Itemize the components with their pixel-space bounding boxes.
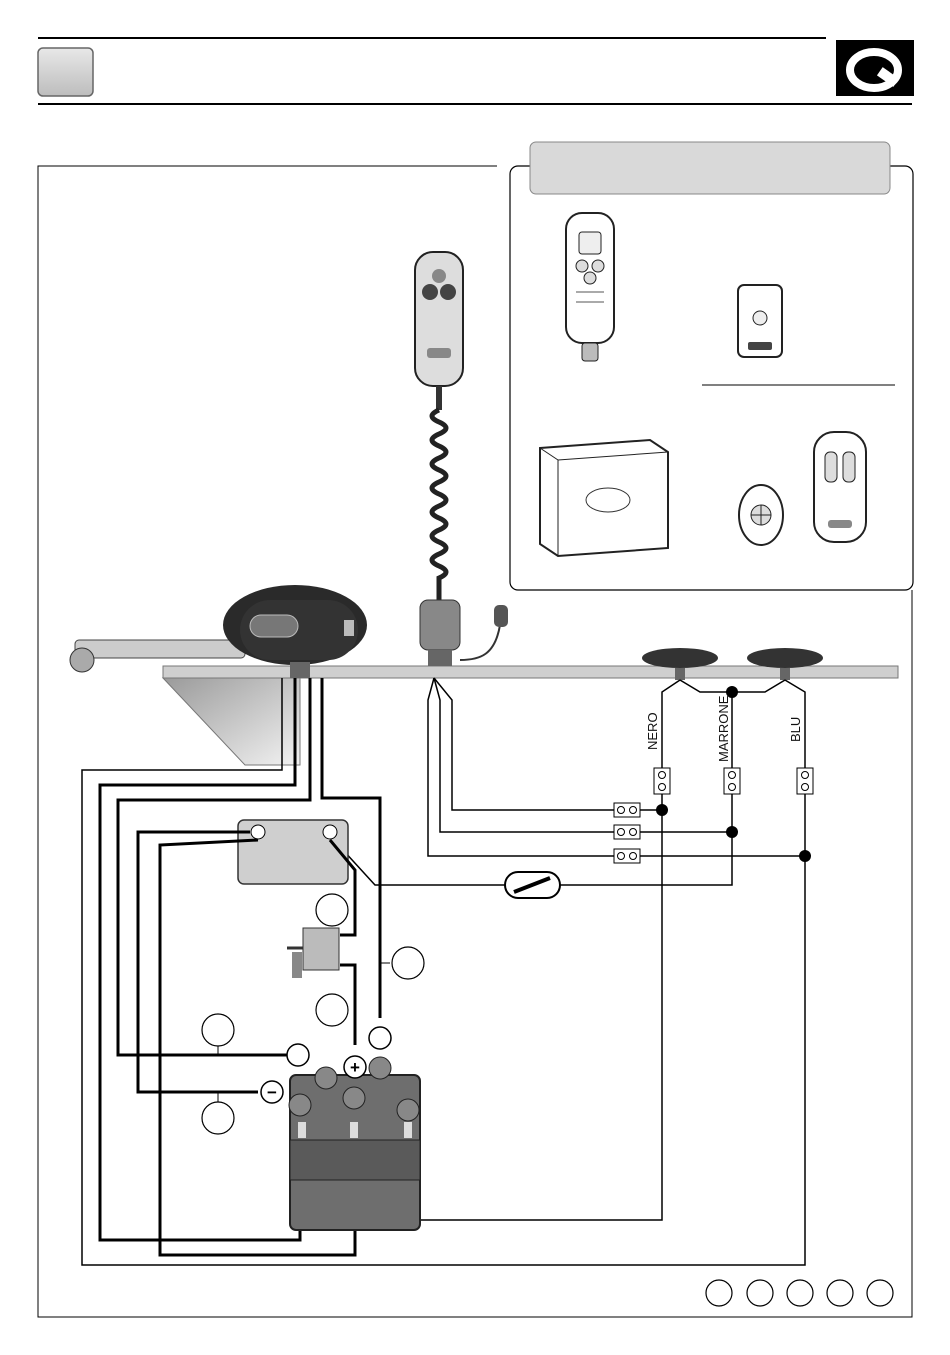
callout-circle: [316, 894, 348, 926]
callout-circle: [392, 947, 424, 979]
ring-terminal: [369, 1027, 391, 1049]
footswitch-wires: [82, 678, 805, 1265]
negative-terminal-label: −: [267, 1083, 277, 1102]
callout-circle: [202, 1102, 234, 1134]
wire-label-black: NERO: [645, 712, 660, 750]
junction-dot: [799, 850, 811, 862]
fuse: [505, 872, 560, 898]
section-number-box: [38, 48, 93, 96]
ring-terminal: [287, 1044, 309, 1066]
callout-circle: [202, 1014, 234, 1046]
circuit-breaker: [287, 928, 339, 978]
positive-terminal-label: +: [350, 1058, 360, 1077]
fuse-wire: [332, 838, 505, 885]
hull-section: [163, 678, 300, 765]
windlass: [223, 585, 367, 678]
quick-logo-icon: [836, 40, 914, 96]
page-circle: [867, 1280, 893, 1306]
radio-remote-option: [814, 432, 866, 542]
socket-terminal-2: [614, 825, 640, 839]
terminal-block-black: [654, 768, 670, 794]
receiver-unit-option: [540, 440, 668, 556]
page-circle: [706, 1280, 732, 1306]
handheld-remote-option: [566, 213, 614, 361]
page-circle: [787, 1280, 813, 1306]
callout-circle: [316, 994, 348, 1026]
options-panel-title: [530, 142, 890, 194]
page-circle: [747, 1280, 773, 1306]
wire-label-brown: MARRONE: [716, 695, 731, 762]
control-box-terminal: [323, 825, 337, 839]
socket-terminal-1: [614, 803, 640, 817]
battery-solenoid: [289, 1057, 420, 1230]
terminal-block-blue: [797, 768, 813, 794]
windlass-switch-option: [738, 285, 782, 357]
terminal-block-brown: [724, 768, 740, 794]
deck-remote-control: [415, 252, 508, 666]
page-circle: [827, 1280, 853, 1306]
key-fob-remote-option: [739, 485, 783, 545]
wire-label-blue: BLU: [788, 717, 803, 742]
junction-dot: [726, 826, 738, 838]
junction-dot: [656, 804, 668, 816]
control-box-terminal: [251, 825, 265, 839]
socket-terminal-3: [614, 849, 640, 863]
